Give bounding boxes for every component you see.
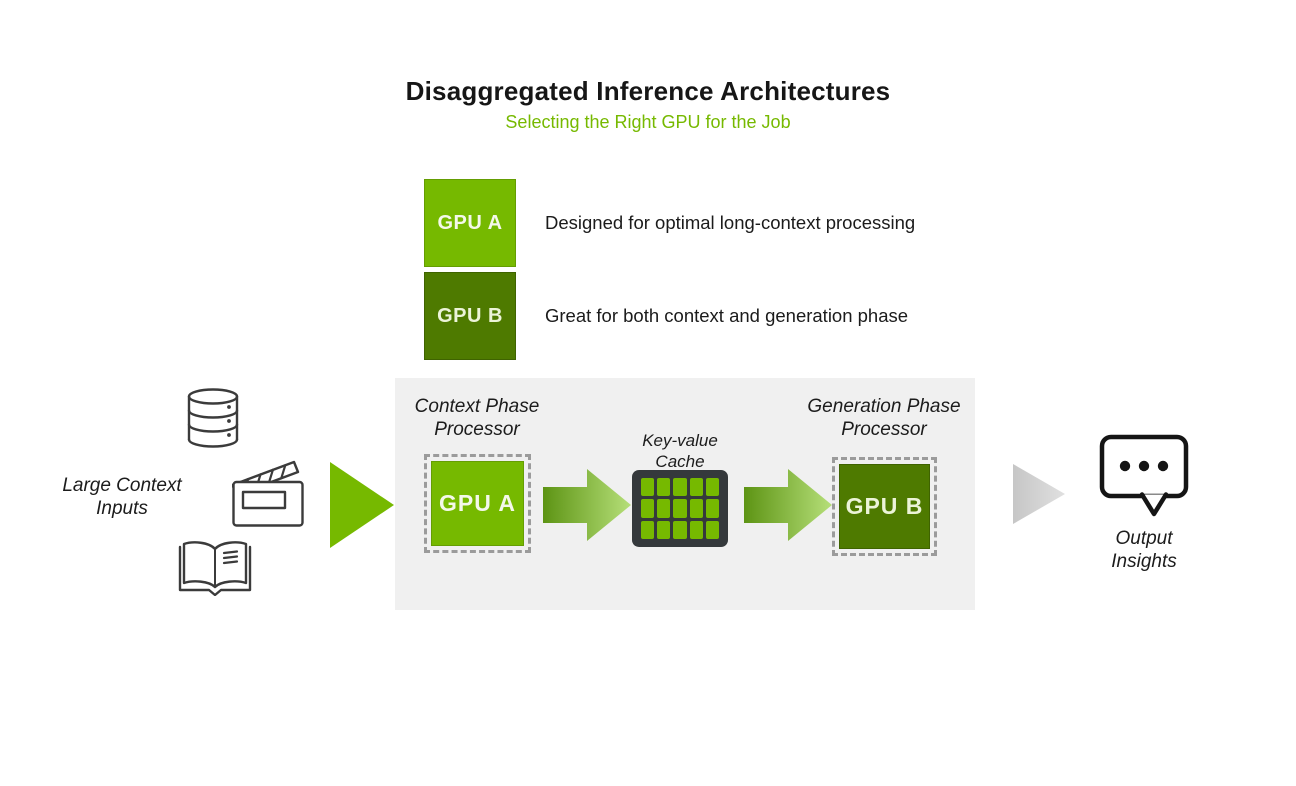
- kv-cache-icon: [632, 470, 728, 547]
- gpu-a-chip: GPU A: [431, 461, 524, 546]
- context-processor-label: Context Phase Processor: [414, 396, 540, 441]
- gpu-a-legend-description: Designed for optimal long-context proces…: [545, 212, 916, 233]
- cache-cell: [657, 499, 671, 518]
- gpu-b-chip: GPU B: [839, 464, 930, 549]
- cache-cell: [657, 520, 671, 539]
- page-title: Disaggregated Inference Architectures: [405, 76, 891, 106]
- page-subtitle: Selecting the Right GPU for the Job: [505, 112, 791, 132]
- cache-cell: [705, 478, 719, 497]
- input-flow-arrow-icon: [330, 462, 394, 548]
- gpu-b-legend-description: Great for both context and generation ph…: [545, 305, 909, 326]
- gpu-b-legend-label: GPU B: [437, 304, 503, 327]
- cache-cell: [673, 499, 687, 518]
- cache-cell: [673, 478, 687, 497]
- clapperboard-icon: [232, 460, 304, 527]
- database-icon: [187, 388, 239, 448]
- context-gpu-dashed-box: GPU A: [424, 454, 531, 553]
- cache-cell: [689, 520, 703, 539]
- generation-gpu-dashed-box: GPU B: [832, 457, 937, 556]
- output-insights-label: Output Insights: [1111, 528, 1177, 573]
- large-context-inputs-label: Large Context Inputs: [62, 475, 182, 520]
- cache-to-generation-arrow-icon: [744, 469, 832, 541]
- generation-processor-label: Generation Phase Processor: [807, 396, 961, 441]
- cache-cell: [689, 499, 703, 518]
- cache-cell: [641, 478, 655, 497]
- gpu-a-legend-label: GPU A: [437, 211, 503, 234]
- cache-cell: [641, 499, 655, 518]
- gpu-b-legend-swatch: GPU B: [424, 272, 516, 360]
- cache-cell: [673, 520, 687, 539]
- gpu-a-legend-swatch: GPU A: [424, 179, 516, 267]
- context-to-cache-arrow-icon: [543, 469, 631, 541]
- cache-cell: [689, 478, 703, 497]
- gpu-a-chip-label: GPU A: [439, 490, 516, 516]
- kv-cache-label: Key-value Cache: [642, 431, 718, 471]
- cache-cell: [657, 478, 671, 497]
- cache-cell: [641, 520, 655, 539]
- chat-bubble-icon: [1099, 434, 1189, 517]
- gpu-b-chip-label: GPU B: [845, 493, 924, 519]
- cache-cell: [705, 499, 719, 518]
- open-book-icon: [178, 541, 252, 596]
- output-flow-arrow-icon: [1013, 464, 1065, 524]
- cache-cell: [705, 520, 719, 539]
